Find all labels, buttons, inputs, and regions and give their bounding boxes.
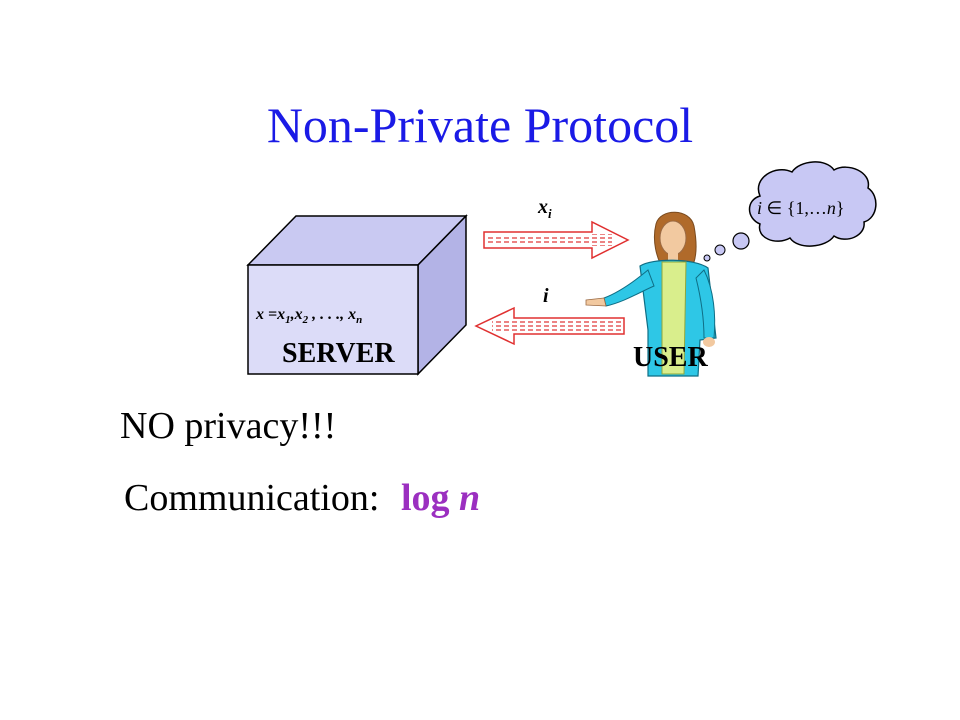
user-figure [585,211,717,377]
communication-line: Communication: log n [124,476,480,520]
server-box: x =x1,x2 , . . ., xn SERVER [246,214,468,376]
server-label: SERVER [282,338,395,369]
thought-cloud [703,161,877,262]
arrow-to-server [474,306,625,346]
page-title: Non-Private Protocol [266,97,694,153]
user-label: USER [633,342,708,373]
communication-value: log n [401,477,480,519]
server-data-label: x =x1,x2 , . . ., xn [255,306,362,326]
communication-label: Communication: [124,477,380,519]
log-word: log [400,477,450,519]
arrow-bottom-label: i [543,285,549,307]
arrow-to-user [483,220,630,260]
log-variable: n [459,477,481,519]
thought-text: i ∈ {1,…n} [757,198,844,218]
arrow-top-label: xi [537,196,552,221]
no-privacy-text: NO privacy!!! [120,405,337,447]
